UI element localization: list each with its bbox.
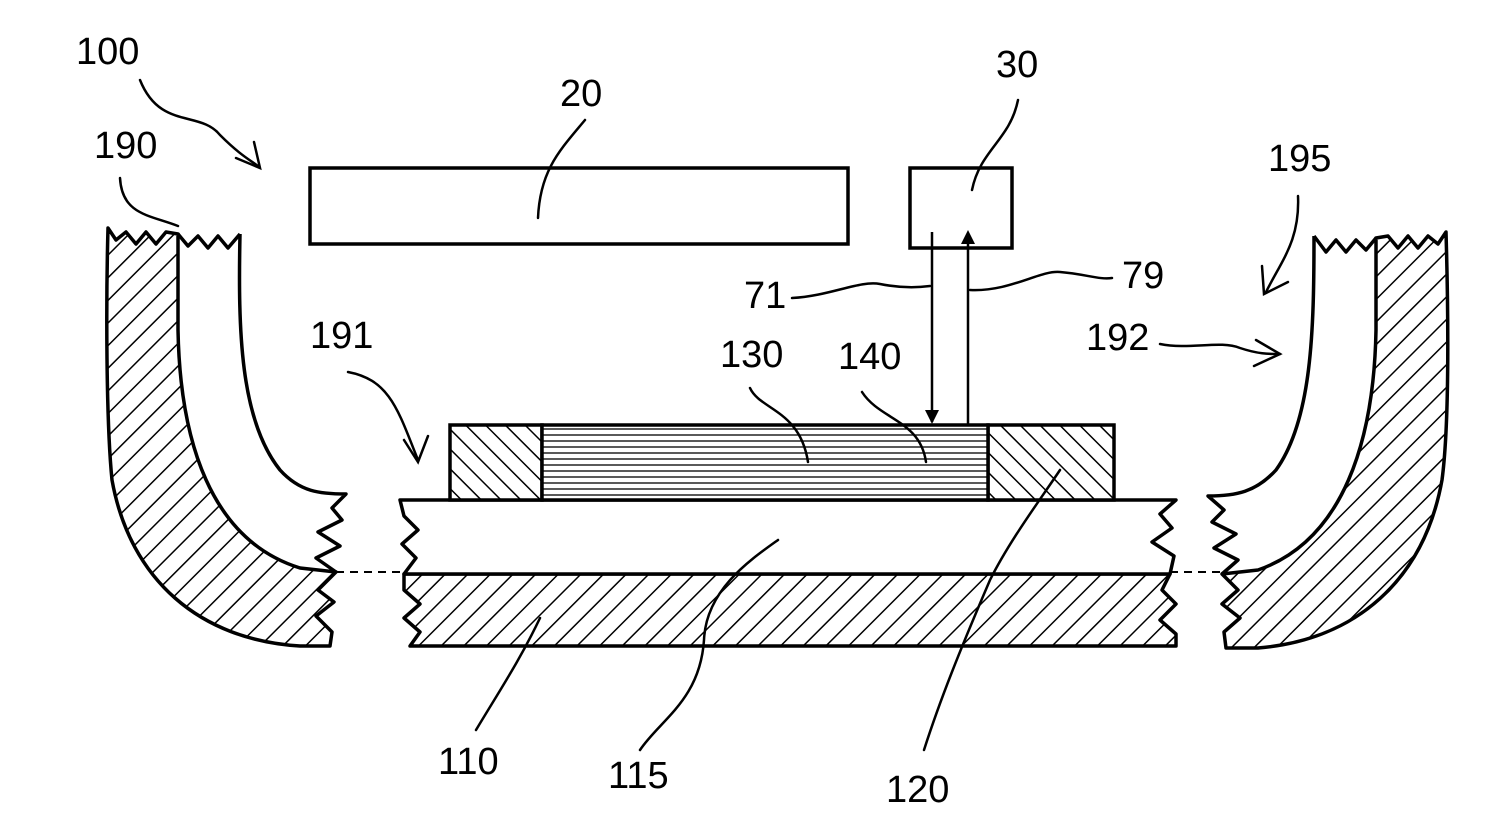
label-195: 195 (1268, 138, 1331, 180)
label-140: 140 (838, 336, 901, 378)
label-79: 79 (1122, 255, 1164, 297)
frame-120-right (988, 425, 1114, 500)
label-130: 130 (720, 334, 783, 376)
left-wall-hatched (107, 228, 336, 646)
beam-71-arrowhead (925, 410, 939, 424)
right-wall-inner-top (1314, 236, 1376, 252)
arrowhead-191 (404, 436, 428, 462)
base-layer-110 (404, 574, 1176, 646)
label-115: 115 (608, 755, 669, 797)
label-20: 20 (560, 73, 602, 115)
leader-100 (140, 80, 258, 166)
right-wall-hatched (1222, 232, 1448, 648)
label-71: 71 (744, 275, 786, 317)
left-wall-inner-top (178, 234, 240, 248)
label-191: 191 (310, 315, 373, 357)
label-100: 100 (76, 31, 139, 73)
label-30: 30 (996, 44, 1038, 86)
leader-190 (120, 178, 178, 226)
sample-layer-130 (542, 425, 988, 500)
label-120: 120 (886, 769, 949, 811)
leader-195 (1266, 196, 1298, 292)
middle-layer-115 (400, 500, 1176, 574)
label-192: 192 (1086, 317, 1149, 359)
right-wall-inner-surface (1208, 236, 1314, 574)
label-110: 110 (438, 741, 499, 783)
component-20 (310, 168, 848, 244)
leader-192 (1160, 344, 1280, 354)
right-wall (1208, 232, 1448, 648)
component-30 (910, 168, 1012, 248)
left-wall-inner-surface (239, 234, 346, 572)
leader-71 (792, 283, 930, 298)
leader-79 (970, 272, 1112, 290)
left-wall (107, 228, 346, 646)
frame-120-left (450, 425, 542, 500)
label-190: 190 (94, 125, 157, 167)
